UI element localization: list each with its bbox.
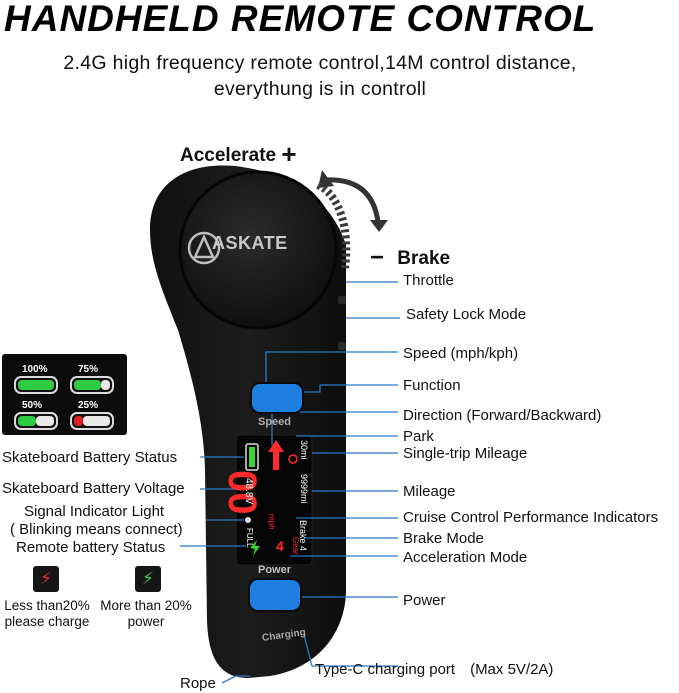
power-button[interactable] (250, 580, 300, 610)
subtitle-line-1: 2.4G high frequency remote control,14M c… (63, 52, 577, 74)
signal-icon (245, 517, 251, 523)
battery-legend-pct: 50% (22, 400, 43, 411)
label-type-c: Type-C charging port (Max 5V/2A) (315, 661, 554, 678)
subtitle-line-2: everythung is in controll (213, 78, 427, 100)
battery-legend-icon (14, 376, 58, 394)
high-lightning-icon: ⚡ (142, 569, 154, 588)
speed-button[interactable] (252, 384, 302, 412)
screen-speed-unit: mph (267, 514, 276, 530)
battery-legend: 100% 75% 50% 25% (2, 354, 127, 435)
label-speed: Speed (mph/kph) (403, 345, 519, 362)
battery-legend-pct: 100% (22, 364, 48, 375)
battery-legend-icon (14, 412, 58, 430)
label-park: Park (403, 428, 434, 445)
screen-gear-label: Gear (291, 537, 300, 555)
screen-trip: 30mi (299, 440, 309, 460)
label-throttle: Throttle (403, 272, 454, 289)
low-battery-icon: ⚡ (33, 566, 59, 592)
battery-legend-pct: 25% (78, 400, 99, 411)
brand-logo-icon (187, 231, 221, 265)
plus-icon: + (281, 139, 297, 169)
display-screen (235, 434, 313, 566)
power-button-label: Power (258, 564, 292, 576)
label-power: Power (403, 592, 446, 609)
label-cruise: Cruise Control Performance Indicators (403, 509, 659, 526)
remote-battery-icon (250, 540, 260, 556)
high-battery-text: More than 20% power (100, 598, 192, 629)
screen-full: FULL (245, 528, 254, 548)
low-battery-text: Less than20% please charge (4, 598, 90, 629)
direction-arrow-icon (268, 440, 284, 470)
brake-label: − Brake (370, 244, 451, 271)
rotate-arrow (325, 177, 381, 223)
low-lightning-icon: ⚡ (40, 569, 52, 588)
label-acceleration: Acceleration Mode (403, 549, 528, 566)
label-function: Function (403, 377, 461, 394)
screen-battery-icon (245, 443, 259, 471)
brand-name: ASKATE (212, 233, 288, 253)
speed-button-label: Speed (258, 416, 292, 428)
label-mileage: Mileage (403, 483, 456, 500)
accelerate-label: Accelerate + (180, 139, 297, 169)
minus-icon: − (370, 244, 385, 271)
lock-icon (338, 296, 346, 304)
subtitle: 2.4G high frequency remote control,14M c… (0, 50, 640, 102)
battery-legend-icon (70, 376, 114, 394)
label-brake-mode: Brake Mode (403, 530, 484, 547)
label-signal-line1: Signal Indicator Light (24, 503, 165, 520)
label-safety-lock: Safety Lock Mode (406, 306, 527, 323)
screen-speed-value: 00 (220, 470, 264, 515)
park-icon (288, 454, 298, 464)
page-title: HANDHELD REMOTE CONTROL (4, 0, 597, 39)
leader-lines (180, 281, 400, 684)
battery-legend-icon (70, 412, 114, 430)
screen-gear: 4 (276, 538, 284, 554)
label-single-trip: Single-trip Mileage (403, 445, 528, 462)
mode-icon (338, 342, 346, 350)
battery-legend-pct: 75% (78, 364, 99, 375)
label-signal-line2: ( Blinking means connect) (10, 521, 183, 538)
throttle-wheel[interactable] (316, 181, 351, 269)
rotate-arrow-head-bottom (370, 220, 388, 232)
label-battery-status: Skateboard Battery Status (2, 449, 178, 466)
dial (178, 170, 338, 330)
label-battery-voltage: Skateboard Battery Voltage (2, 480, 185, 497)
screen-mileage: 9999mi (299, 474, 309, 504)
high-battery-icon: ⚡ (135, 566, 161, 592)
label-remote-battery: Remote battery Status (16, 539, 166, 556)
screen-voltage: 48.8V (243, 478, 254, 505)
label-rope: Rope (180, 675, 216, 692)
label-direction: Direction (Forward/Backward) (403, 407, 602, 424)
